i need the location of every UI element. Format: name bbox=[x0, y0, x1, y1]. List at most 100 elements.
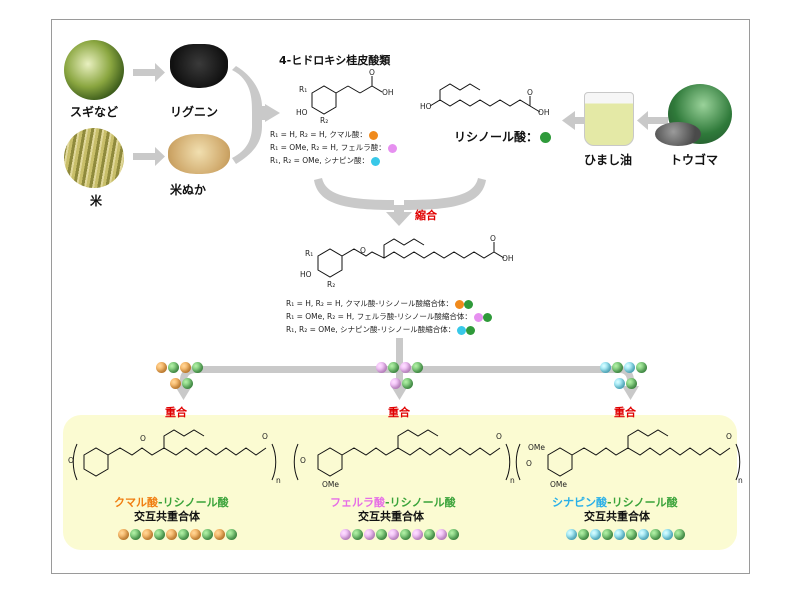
ricinoleic-ball bbox=[540, 132, 552, 143]
ball bbox=[636, 362, 647, 373]
ball bbox=[202, 529, 213, 540]
p2-n: n bbox=[510, 476, 515, 485]
label-castor-oil: ひまし油 bbox=[584, 153, 633, 167]
ball bbox=[352, 529, 363, 540]
monomer-balls-left bbox=[156, 362, 204, 373]
product-ferulic-acid: フェルラ酸 bbox=[330, 496, 385, 509]
chain-coumaric bbox=[118, 529, 238, 540]
o-label: O bbox=[369, 68, 375, 77]
rice-photo bbox=[64, 128, 124, 188]
r2-label: R₂ bbox=[320, 116, 329, 125]
copolymer-panel bbox=[63, 415, 737, 550]
p3-o: O bbox=[526, 459, 532, 468]
step-condensation: 縮合 bbox=[415, 209, 437, 222]
ball bbox=[364, 529, 375, 540]
ball bbox=[436, 529, 447, 540]
ball bbox=[626, 529, 637, 540]
ball bbox=[154, 529, 165, 540]
condensate-note-3: R₁, R₂ = OMe, シナピン酸-リシノール酸縮合体： bbox=[286, 324, 476, 335]
ricebran-photo bbox=[168, 134, 230, 174]
ball bbox=[662, 529, 673, 540]
ball bbox=[340, 529, 351, 540]
ball bbox=[674, 529, 685, 540]
ball bbox=[402, 378, 413, 389]
product-ferulic-ricinoleic: -リシノール酸 bbox=[385, 496, 456, 509]
ball bbox=[226, 529, 237, 540]
condensate-ring bbox=[317, 248, 343, 278]
ball bbox=[590, 529, 601, 540]
cinnamic-note-1: R₁ = H, R₂ = H, クマル酸： bbox=[270, 129, 378, 140]
pair-ball-g bbox=[464, 299, 474, 309]
ball bbox=[650, 529, 661, 540]
ball bbox=[178, 529, 189, 540]
castor-oil-photo bbox=[584, 92, 634, 146]
p3-n: n bbox=[738, 476, 743, 485]
product-sinapic-acid: シナピン酸 bbox=[552, 496, 607, 509]
ball bbox=[566, 529, 577, 540]
ball bbox=[376, 529, 387, 540]
pair-ball-p bbox=[473, 312, 483, 322]
p3-ome-bottom: OMe bbox=[550, 480, 567, 489]
ball bbox=[578, 529, 589, 540]
step-polymerization-3: 重合 bbox=[614, 406, 636, 419]
monomer-balls-mid-2 bbox=[390, 378, 414, 389]
step-polymerization-2: 重合 bbox=[388, 406, 410, 419]
p3-o-end: O bbox=[726, 432, 732, 441]
castor-seeds-photo bbox=[655, 122, 701, 146]
ball bbox=[156, 362, 167, 373]
monomer-balls-right-2 bbox=[614, 378, 638, 389]
ball bbox=[624, 362, 635, 373]
cinnamic-note-2: R₁ = OMe, R₂ = H, フェルラ酸： bbox=[270, 142, 397, 153]
ball bbox=[412, 529, 423, 540]
p2-o-end: O bbox=[496, 432, 502, 441]
ball bbox=[142, 529, 153, 540]
product-coumaric-acid: クマル酸 bbox=[114, 496, 158, 509]
cinnamic-note-3: R₁, R₂ = OMe, シナピン酸： bbox=[270, 155, 381, 166]
cond-o2: O bbox=[490, 234, 496, 243]
ball bbox=[214, 529, 225, 540]
product-coumaric-title: クマル酸-リシノール酸 bbox=[114, 494, 229, 510]
cond-oh: OH bbox=[502, 254, 514, 263]
cond-r2: R₂ bbox=[327, 280, 336, 289]
ball bbox=[600, 362, 611, 373]
ball bbox=[170, 378, 181, 389]
sugi-photo bbox=[64, 40, 124, 100]
oh-label: OH bbox=[382, 88, 394, 97]
p1-o-carbonyl: O bbox=[140, 434, 146, 443]
pair-ball-g bbox=[466, 325, 476, 335]
ball bbox=[612, 362, 623, 373]
ball bbox=[190, 529, 201, 540]
arrow-merge-top bbox=[232, 66, 268, 164]
ball bbox=[448, 529, 459, 540]
polymer3-ring bbox=[547, 447, 573, 477]
arrow-castor-oil bbox=[648, 117, 668, 124]
product-ferulic-title: フェルラ酸-リシノール酸 bbox=[330, 494, 456, 510]
ball bbox=[626, 378, 637, 389]
cond-r1: R₁ bbox=[305, 249, 314, 258]
r1-label: R₁ bbox=[299, 85, 308, 94]
ball bbox=[180, 362, 191, 373]
p2-o: O bbox=[300, 456, 306, 465]
ball bbox=[390, 378, 401, 389]
step-polymerization-1: 重合 bbox=[165, 406, 187, 419]
coumaric-ball bbox=[368, 130, 378, 140]
product-sinapic-sub: 交互共重合体 bbox=[584, 510, 650, 523]
ball bbox=[400, 529, 411, 540]
arrow-condensation bbox=[314, 178, 486, 214]
ho-label: HO bbox=[296, 108, 308, 117]
condensate-note-1: R₁ = H, R₂ = H, クマル酸-リシノール酸縮合体： bbox=[286, 298, 474, 309]
arrow-split-stem bbox=[396, 338, 403, 366]
ball bbox=[388, 529, 399, 540]
ricinoleic-ho: HO bbox=[420, 102, 432, 111]
product-coumaric-ricinoleic: -リシノール酸 bbox=[158, 496, 229, 509]
title-cinnamic-acids: 4-ヒドロキシ桂皮酸類 bbox=[279, 54, 391, 67]
polymer1-ring bbox=[83, 447, 109, 477]
ricinoleic-o: O bbox=[527, 88, 533, 97]
monomer-balls-right bbox=[600, 362, 648, 373]
ball bbox=[602, 529, 613, 540]
label-castor-plant: トウゴマ bbox=[670, 153, 719, 167]
sinapic-ball bbox=[371, 156, 381, 166]
p1-n: n bbox=[276, 476, 281, 485]
product-ferulic-sub: 交互共重合体 bbox=[358, 510, 424, 523]
